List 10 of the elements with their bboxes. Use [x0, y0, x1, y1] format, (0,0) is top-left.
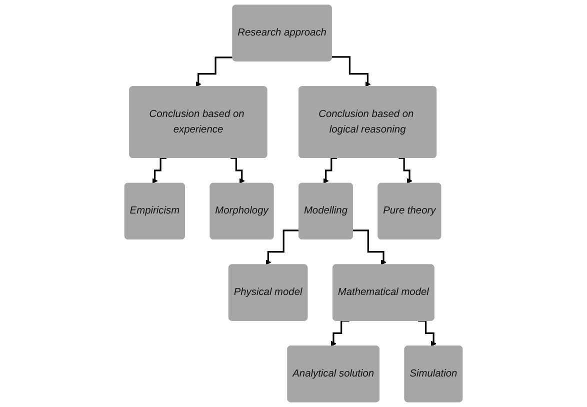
- arrow: [323, 157, 338, 184]
- arrow: [196, 56, 233, 88]
- arrow: [332, 56, 371, 88]
- arrow: [352, 230, 386, 266]
- arrow: [152, 157, 166, 184]
- arrow: [230, 157, 245, 184]
- arrow: [398, 157, 412, 184]
- arrow: [418, 320, 436, 347]
- arrow: [330, 320, 350, 347]
- arrow: [266, 230, 300, 266]
